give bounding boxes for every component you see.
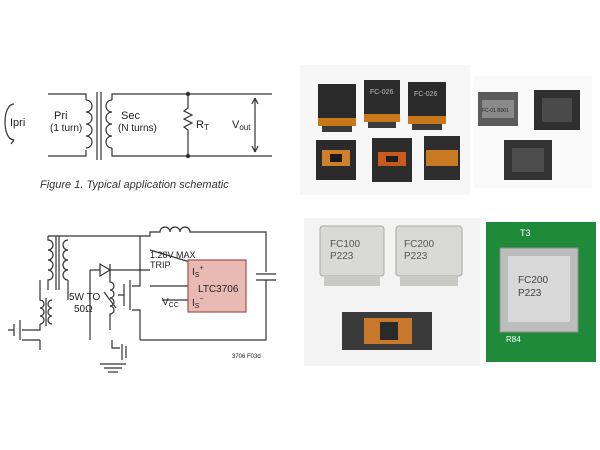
is-plus-pin: IS+	[192, 265, 204, 279]
input-transformer-secondary	[62, 239, 69, 281]
load-inductor	[109, 270, 115, 330]
gray-transformer-2	[534, 90, 580, 130]
load-label-line-2: 50Ω	[74, 304, 93, 315]
sec-turns: (N turns)	[118, 123, 157, 134]
is-minus-pin: IS−	[192, 296, 204, 310]
vcc-label: VCC	[162, 297, 179, 309]
transformer-cube-3: FC-026	[408, 82, 446, 130]
transformer-open-1	[316, 140, 356, 180]
svg-text:P223: P223	[404, 251, 428, 262]
transformer-cube-2: FC-026	[364, 80, 400, 128]
transformer-cube-1	[318, 84, 356, 132]
photo-smt-transformers: FC-026 FC-026	[300, 65, 470, 195]
primary-mosfet	[8, 320, 41, 350]
photo-gray-smt-parts: FC-01 B001	[474, 76, 592, 188]
svg-text:FC200: FC200	[404, 239, 434, 250]
open-coil-part	[342, 312, 432, 350]
svg-text:P223: P223	[518, 288, 542, 299]
top-rail	[48, 226, 267, 272]
pcb-t3-label: T3	[520, 228, 531, 238]
fc100-part: FC100 P223	[319, 225, 385, 286]
gray-transformer-3	[504, 140, 552, 180]
transformer-open-3	[424, 136, 460, 180]
rt-label: RT	[196, 119, 209, 132]
photo-fc-transformers: FC100 P223 FC200 P223	[304, 218, 480, 366]
primary-wire	[48, 93, 87, 157]
bottom-mosfet	[111, 340, 127, 360]
gray-transformer-1: FC-01 B001	[478, 92, 518, 126]
fc200-part: FC200 P223	[395, 225, 463, 286]
photo-pcb-transformer: T3 FC200 P223 R84	[486, 222, 596, 362]
secondary-top-wire	[111, 93, 272, 100]
secondary-bottom-wire	[111, 148, 272, 157]
svg-text:FC200: FC200	[518, 275, 548, 286]
svg-text:FC100: FC100	[330, 239, 360, 250]
svg-text:FC-026: FC-026	[414, 91, 437, 98]
max-trip-line-1: 1.28V MAX	[150, 250, 196, 260]
figure-1-caption: Figure 1. Typical application schematic	[40, 179, 229, 191]
input-transformer-primary	[47, 236, 54, 290]
secondary-coil	[105, 99, 113, 149]
rt-resistor	[182, 94, 194, 156]
figure-2-code: 3706 F03d	[232, 354, 261, 360]
figure-2-circuit	[8, 226, 276, 373]
vout-label: Vout	[232, 119, 251, 132]
rectifier-diode	[90, 262, 124, 278]
svg-text:FC-01 B001: FC-01 B001	[482, 108, 509, 114]
primary-current-arrow	[8, 137, 15, 145]
svg-text:FC-026: FC-026	[370, 89, 393, 96]
pcb-r84-label: R84	[506, 335, 521, 344]
pri-label: Pri	[54, 110, 67, 122]
max-trip-line-2: TRIP	[150, 260, 171, 270]
load-label-line-1: 5W TO	[69, 292, 101, 303]
transformer-open-2	[372, 138, 412, 182]
ic-name: LTC3706	[198, 284, 239, 295]
primary-coil	[85, 99, 93, 149]
figure-1-schematic	[4, 91, 272, 160]
ipri-label: Ipri	[10, 117, 25, 129]
ltc3706-ic	[187, 259, 247, 313]
pri-turns: (1 turn)	[50, 123, 82, 134]
svg-text:P223: P223	[330, 251, 354, 262]
sync-mosfet	[118, 236, 141, 340]
sec-label: Sec	[121, 110, 140, 122]
